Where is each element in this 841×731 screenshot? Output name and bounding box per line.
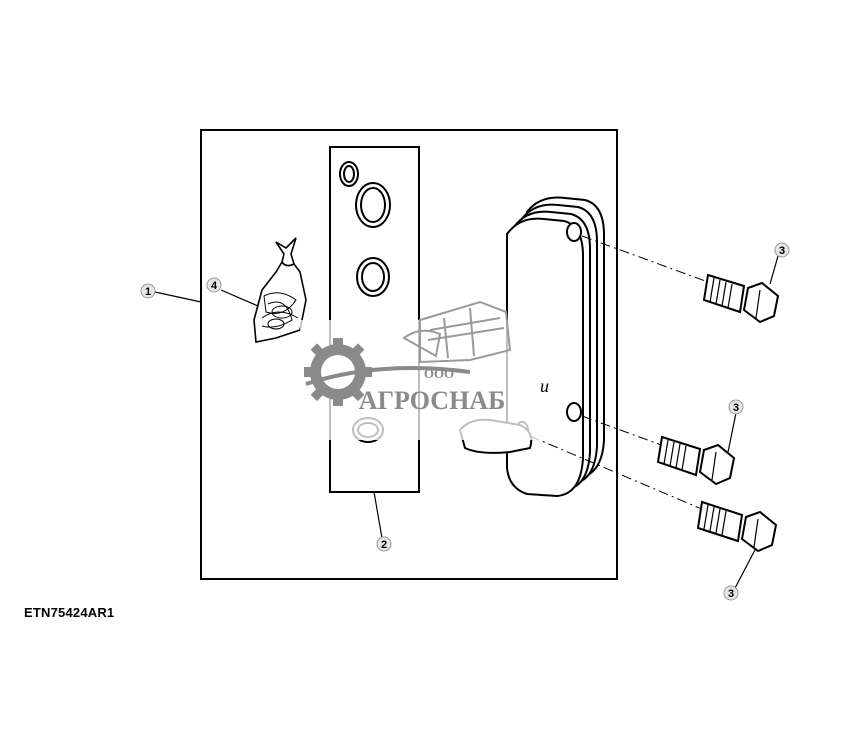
callout-2: 2	[376, 536, 392, 552]
callout-3-middle-label: 3	[733, 402, 739, 414]
bolt-axis-lines	[529, 235, 709, 511]
callout-3-bottom-label: 3	[728, 588, 734, 600]
callout-1: 1	[140, 283, 156, 299]
callout-2-label: 2	[381, 539, 387, 551]
callout-3-top-label: 3	[779, 245, 785, 257]
bolt-top	[702, 273, 780, 324]
harvester-icon	[402, 300, 512, 364]
callout-3-middle: 3	[728, 399, 744, 415]
callout-4: 4	[206, 277, 222, 293]
leader-lines	[154, 255, 779, 591]
callout-3-top: 3	[774, 242, 790, 258]
kit-frame	[200, 129, 618, 580]
bolt-bottom	[696, 500, 778, 553]
bag-icon	[253, 237, 307, 343]
gasket-strip	[329, 146, 420, 493]
callout-1-label: 1	[145, 286, 151, 298]
bolt-middle	[656, 435, 736, 486]
bolt-icon	[696, 500, 778, 553]
figure-id: ETN75424AR1	[24, 605, 115, 620]
bolt-icon	[656, 435, 736, 486]
callout-3-bottom: 3	[723, 585, 739, 601]
gear-icon	[304, 338, 372, 406]
bolt-icon	[702, 273, 780, 324]
watermark: ООО АГРОСНАБ	[300, 300, 540, 440]
watermark-brand-text: АГРОСНАБ	[359, 386, 506, 415]
callout-4-label: 4	[211, 280, 218, 292]
watermark-small-text: ООО	[424, 366, 454, 381]
stray-letter: и	[540, 376, 549, 396]
